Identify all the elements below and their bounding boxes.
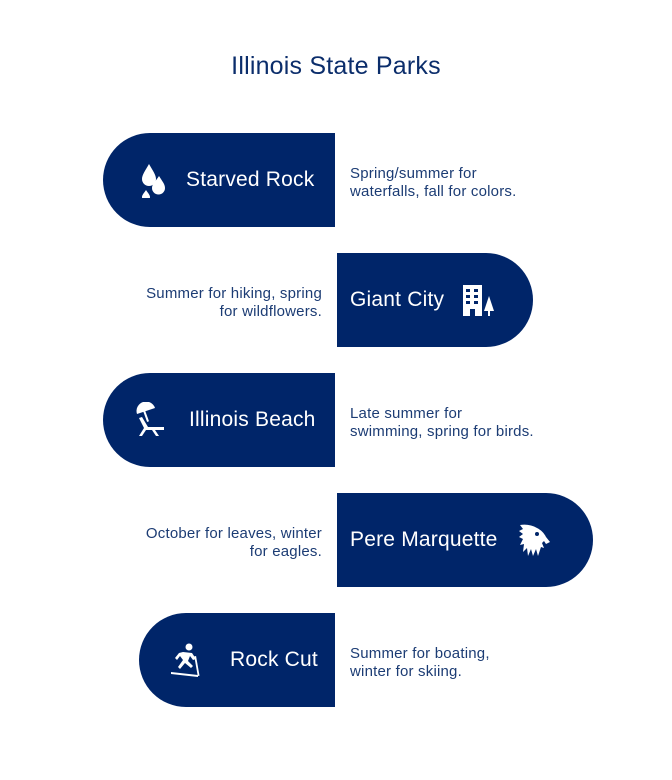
park-description: Summer for boating, winter for skiing. xyxy=(350,645,490,681)
park-description-line: Late summer for xyxy=(350,405,463,422)
water-drops-icon xyxy=(135,162,171,198)
park-description-line: for wildflowers. xyxy=(219,303,322,320)
park-name: Rock Cut xyxy=(230,648,318,671)
park-name: Illinois Beach xyxy=(189,408,316,431)
park-description-line: Summer for boating, xyxy=(350,645,490,662)
park-description-line: swimming, spring for birds. xyxy=(350,423,534,440)
park-description-line: waterfalls, fall for colors. xyxy=(350,183,517,200)
park-name: Pere Marquette xyxy=(350,528,498,551)
park-description: Spring/summer for waterfalls, fall for c… xyxy=(350,165,516,201)
park-description-line: Spring/summer for xyxy=(350,165,477,182)
park-description-line: Summer for hiking, spring xyxy=(146,285,322,302)
park-description-line: winter for skiing. xyxy=(350,663,462,680)
park-pill-starved-rock: Starved Rock xyxy=(103,133,335,227)
park-pill-pere-marquette: Pere Marquette xyxy=(337,493,593,587)
park-name: Starved Rock xyxy=(186,168,315,191)
park-description-line: for eagles. xyxy=(249,543,322,560)
park-description: Summer for hiking, spring for wildflower… xyxy=(146,285,322,321)
skier-icon xyxy=(168,642,204,678)
page-title: Illinois State Parks xyxy=(231,52,441,80)
park-description-line: October for leaves, winter xyxy=(145,525,322,542)
park-description: October for leaves, winter for eagles. xyxy=(146,525,322,561)
building-tree-icon xyxy=(460,282,496,318)
beach-chair-umbrella-icon xyxy=(131,402,167,438)
park-pill-giant-city: Giant City xyxy=(337,253,533,347)
park-description: Late summer for swimming, spring for bir… xyxy=(350,405,534,441)
park-pill-rock-cut: Rock Cut xyxy=(139,613,335,707)
park-pill-illinois-beach: Illinois Beach xyxy=(103,373,335,467)
park-name: Giant City xyxy=(350,288,445,311)
eagle-icon xyxy=(516,522,552,558)
